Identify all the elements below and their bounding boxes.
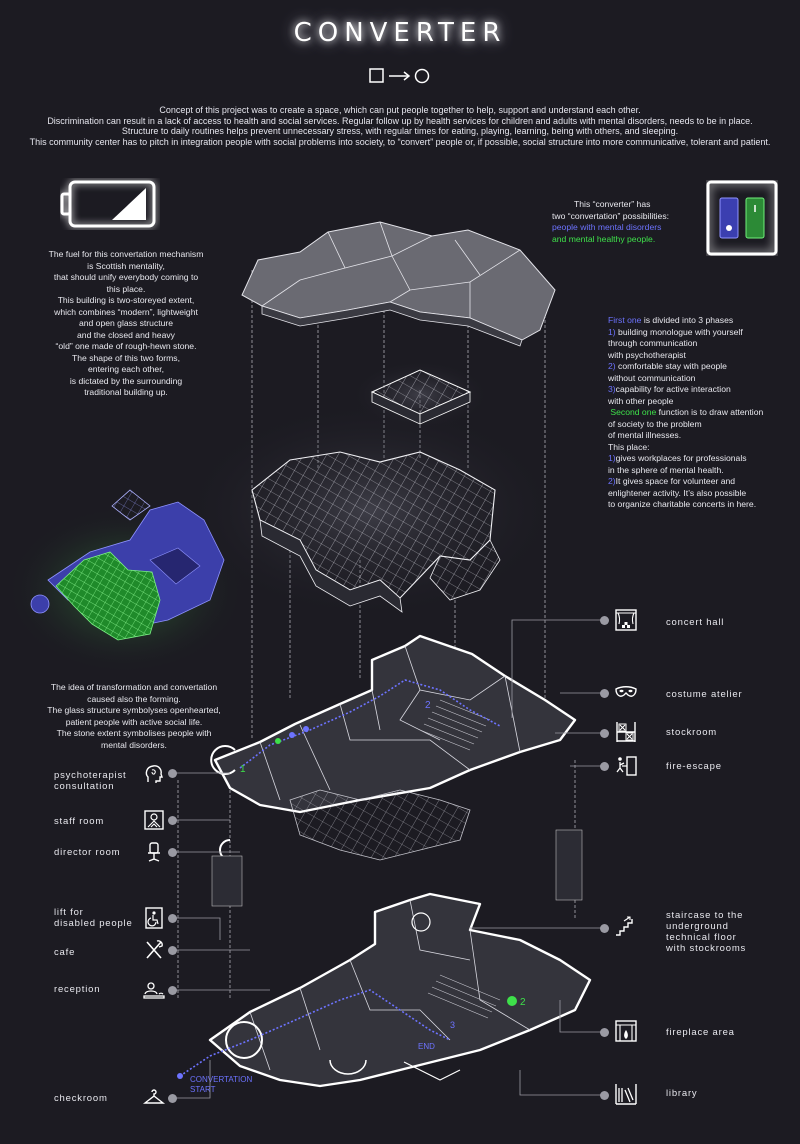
marker-dot [168, 1094, 177, 1103]
marker-dot [600, 762, 609, 771]
phases-text: First one is divided into 3 phases 1) bu… [608, 315, 764, 509]
marker-dot [168, 848, 177, 857]
marker-dot [168, 914, 177, 923]
marker-dot [600, 924, 609, 933]
concept-line: Concept of this project was to create a … [159, 105, 641, 115]
upper-floor-plan [210, 634, 583, 907]
fireplace-icon [615, 1020, 637, 1042]
battery-icon [60, 180, 156, 228]
roof-drawing [241, 221, 556, 347]
possibilities-line: This “converter” has [574, 199, 651, 209]
possibilities-line: two “convertation” possibilities: [552, 210, 670, 221]
shelf-icon [616, 722, 636, 742]
room-line: psychoterapist [54, 770, 127, 781]
mask-icon [615, 686, 637, 697]
room-label-fireplace: fireplace area [666, 1027, 735, 1038]
switch-icon [706, 180, 778, 256]
fuel-text: The fuel for this convertation mechanism… [48, 249, 204, 397]
idea-text: The idea of transformation and convertat… [47, 682, 221, 750]
marker-dot [600, 1091, 609, 1100]
concept-line: Structure to daily routines helps preven… [121, 126, 679, 136]
room-label-director: director room [54, 847, 121, 858]
exit-icon [616, 756, 637, 776]
room-label-reception: reception [54, 984, 101, 995]
square-to-circle-icon [369, 68, 430, 84]
start-line-2: START [190, 1085, 216, 1094]
room-label-costume: costume atelier [666, 689, 743, 700]
room-label-staff: staff room [54, 816, 105, 827]
room-label-stockroom: stockroom [666, 727, 718, 738]
hanger-icon [142, 1089, 166, 1104]
cutlery-icon [146, 940, 163, 959]
marker-dot [600, 729, 609, 738]
stairs-icon [616, 916, 633, 936]
marker-dot [600, 689, 609, 698]
marker-dot [168, 816, 177, 825]
room-label-checkroom: checkroom [54, 1093, 108, 1104]
marker-dot [600, 616, 609, 625]
plan-label-2: 2 [425, 700, 431, 711]
lower-floor-plan [177, 892, 592, 1088]
plan-label-1: 1 [240, 764, 246, 775]
marker-dot [168, 946, 177, 955]
room-line: consultation [54, 781, 115, 792]
zoning-model [5, 489, 245, 675]
possibilities-green: and mental healthy people. [552, 233, 656, 244]
possibilities-text: This “converter” has two “convertation” … [552, 199, 698, 245]
books-icon [615, 1084, 637, 1105]
concept-line: This community center has to pitch in in… [29, 136, 771, 147]
marker-dot [600, 1028, 609, 1037]
glass-structure [180, 400, 560, 620]
possibilities-blue: people with mental disorders [552, 222, 662, 232]
leader-lines [172, 619, 603, 1099]
room-label-library: library [666, 1088, 698, 1099]
chair-icon [148, 842, 160, 862]
stage-icon [615, 609, 637, 631]
room-label-fire-escape: fire-escape [666, 761, 722, 772]
concept-text: Concept of this project was to create a … [0, 105, 800, 147]
marker-dot [168, 986, 177, 995]
reception-icon [143, 982, 165, 999]
plan-label-start: CONVERTATION START [190, 1075, 254, 1094]
start-line-1: CONVERTATION [190, 1075, 252, 1084]
head-icon [145, 765, 163, 783]
plan-label-2-lower: 2 [520, 997, 526, 1008]
marker-dot [168, 769, 177, 778]
concept-line: Discrimination can result in a lack of a… [47, 115, 753, 126]
room-label-concert-hall: concert hall [666, 617, 725, 628]
room-label-cafe: cafe [54, 947, 76, 958]
lift-icon [145, 907, 163, 929]
plan-label-3: 3 [450, 1020, 455, 1030]
plan-label-end: END [418, 1042, 435, 1051]
page-title: CONVERTER [293, 18, 507, 48]
staff-icon [144, 810, 164, 830]
